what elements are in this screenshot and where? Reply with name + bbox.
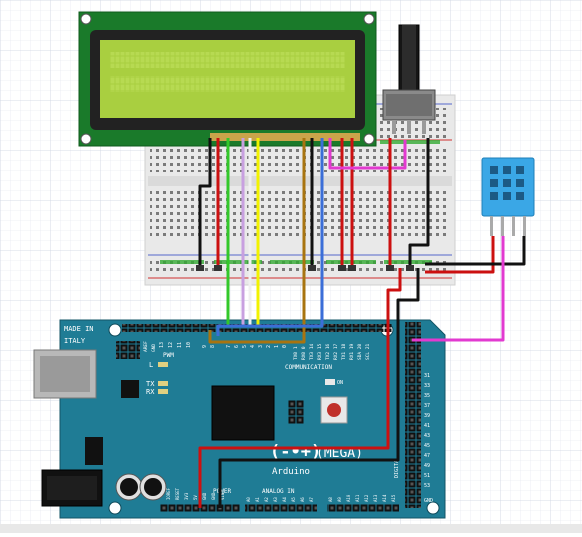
wire-dht-vcc	[425, 236, 495, 274]
pin-label: 10	[186, 342, 192, 348]
wire-pot-wiper	[328, 138, 407, 170]
analog-pin-labels: A0 A1 A2 A3 A4 A5 A6 A7 A8 A9 A10 A11 A1…	[246, 494, 396, 502]
header-gnd-label: GND	[151, 344, 157, 352]
pin-label: 45	[424, 443, 430, 449]
pin-label: 5V	[193, 495, 198, 500]
pin-label: A8	[328, 497, 333, 502]
pin-label: 1	[274, 345, 280, 348]
wire-5v-rail	[198, 268, 402, 508]
header-aref-label: AREF	[143, 341, 149, 352]
italy-label: ITALY	[64, 337, 86, 345]
pin-label: A1	[255, 497, 260, 502]
wire-endpoints	[196, 265, 414, 271]
digital-label: DIGITAL	[394, 457, 400, 478]
wire-gnd-rail	[218, 268, 420, 508]
pin-label: 12	[168, 342, 174, 348]
pin-label: 31	[424, 373, 430, 379]
pin-label: 39	[424, 413, 430, 419]
bottom-scrollbar[interactable]	[0, 524, 582, 533]
pin-label: 53	[424, 483, 430, 489]
pin-label: A14	[382, 494, 387, 502]
pin-label: SDA 20	[357, 343, 363, 360]
pin-label: 47	[424, 453, 430, 459]
pin-label: RX1 19	[349, 343, 355, 360]
pin-label: 3	[258, 345, 264, 348]
dht-sensor	[481, 157, 535, 236]
gnd-label: GND	[424, 498, 433, 504]
pin-label: A15	[391, 494, 396, 502]
wire-dht-gnd	[425, 236, 526, 266]
pin-label: VIN	[220, 492, 225, 500]
pin-label: 6	[234, 345, 240, 348]
pwm-label: PWM	[163, 352, 174, 359]
digital-header-labels: 31 33 35 37 39 41 43 45 47 49 51 53	[424, 373, 430, 489]
wire-dht-data	[412, 236, 505, 342]
pin-label: A7	[309, 497, 314, 502]
pin-label: A12	[364, 494, 369, 502]
comm-pin-labels: TX0 1 RX0 0 TX3 14 RX3 15 TX2 16 RX2 17 …	[293, 343, 371, 360]
wire-pot-gnd	[408, 138, 430, 268]
arduino-brand-label: Arduino	[272, 467, 310, 477]
lcd-display	[78, 11, 377, 147]
mega-label: (MEGA)	[316, 446, 363, 461]
pin-label: A9	[337, 497, 342, 502]
made-in-label: MADE IN	[64, 325, 94, 333]
arduino-mega-board: (-•+)	[33, 319, 446, 519]
pin-label: A10	[346, 494, 351, 502]
pwm-pin-labels: 13 12 11 10 9 8 7 6 5 4 3 2 1 0	[159, 342, 288, 348]
pin-label: 37	[424, 403, 430, 409]
pin-label: A0	[246, 497, 251, 502]
pin-label: SCL 21	[365, 343, 371, 360]
pin-label: GND	[211, 492, 216, 500]
pin-label: 5	[242, 345, 248, 348]
potentiometer[interactable]	[382, 24, 436, 134]
pin-label: 35	[424, 393, 430, 399]
wire-lcd-vss	[198, 138, 212, 268]
led-on-label: ON	[337, 380, 343, 386]
power-label: POWER	[213, 488, 231, 495]
pin-label: 7	[226, 345, 232, 348]
led-tx-label: TX	[146, 380, 155, 388]
wire-blue	[216, 138, 324, 336]
pin-label: RX0 0	[301, 346, 307, 360]
pin-label: 51	[424, 473, 430, 479]
pin-label: IOREF	[166, 487, 171, 500]
pin-label: A11	[355, 494, 360, 502]
pin-label: 13	[159, 342, 165, 348]
pin-label: TX3 14	[309, 343, 315, 360]
pin-label: 43	[424, 433, 430, 439]
pin-label: TX1 18	[341, 343, 347, 360]
pin-label: RX3 15	[317, 343, 323, 360]
wires	[198, 138, 526, 508]
pin-label: 2	[266, 345, 272, 348]
pin-label: TX2 16	[325, 343, 331, 360]
pin-label: A6	[300, 497, 305, 502]
pin-label: A4	[282, 497, 287, 502]
pin-label: 41	[424, 423, 430, 429]
pin-label: 33	[424, 383, 430, 389]
pin-label: 11	[177, 342, 183, 348]
pin-label: 0	[282, 345, 288, 348]
led-l-label: L	[149, 361, 153, 369]
pin-label: A2	[264, 497, 269, 502]
pin-label: 3V3	[184, 492, 189, 500]
wire-lcd-brown	[208, 138, 306, 344]
pin-label: GND	[202, 492, 207, 500]
pin-label: 49	[424, 463, 430, 469]
power-pin-labels: IOREF RESET 3V3 5V GND GND VIN	[166, 487, 225, 500]
communication-label: COMMUNICATION	[285, 364, 332, 371]
pin-label: RX2 17	[333, 343, 339, 360]
analog-in-label: ANALOG IN	[262, 488, 295, 495]
pin-label: 9	[202, 345, 208, 348]
pin-label: TX0 1	[293, 346, 299, 360]
pin-label: 8	[210, 345, 216, 348]
pin-label: RESET	[175, 487, 180, 500]
led-rx-label: RX	[146, 388, 155, 396]
pin-label: A13	[373, 494, 378, 502]
pin-label: A5	[291, 497, 296, 502]
pin-label: 4	[250, 345, 256, 348]
pin-label: A3	[273, 497, 278, 502]
